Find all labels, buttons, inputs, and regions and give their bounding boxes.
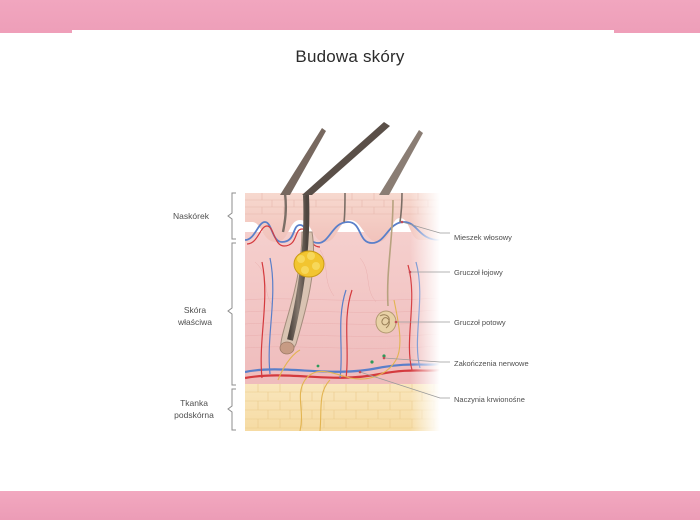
label-sebaceous-gland: Gruczoł łojowy bbox=[454, 268, 503, 277]
callout-lines bbox=[359, 221, 450, 399]
top-banner bbox=[0, 0, 700, 30]
bottom-banner bbox=[0, 491, 700, 520]
diagram-title: Budowa skóry bbox=[295, 47, 405, 66]
top-banner-edge-right bbox=[614, 30, 700, 33]
top-banner-edge-left bbox=[0, 30, 72, 33]
label-sweat-gland: Gruczoł potowy bbox=[454, 318, 506, 327]
label-hypodermis-line1: Tkanka bbox=[180, 398, 208, 408]
right-fade bbox=[410, 193, 440, 431]
capillary-loops-vein bbox=[245, 221, 440, 244]
label-dermis-line1: Skóra bbox=[184, 305, 206, 315]
skin-cross-section bbox=[245, 193, 440, 431]
bracket-dermis bbox=[227, 242, 236, 386]
sweat-gland bbox=[375, 199, 397, 334]
nerve-endings-marks bbox=[316, 354, 386, 368]
bracket-epidermis bbox=[227, 192, 236, 240]
nerve-fibers bbox=[277, 299, 401, 431]
callout-dots bbox=[358, 220, 412, 374]
label-hair-follicle: Mieszek włosowy bbox=[454, 233, 512, 242]
label-blood-vessels: Naczynia krwionośne bbox=[454, 395, 525, 404]
hair-follicle-small bbox=[281, 193, 403, 233]
label-dermis-line2: właściwa bbox=[177, 317, 212, 327]
bracket-hypodermis bbox=[227, 388, 236, 431]
label-hypodermis-line2: podskórna bbox=[174, 410, 214, 420]
label-nerve-endings: Zakończenia nerwowe bbox=[454, 359, 529, 368]
hair-shafts bbox=[280, 122, 423, 195]
layer-brackets bbox=[227, 192, 236, 431]
label-epidermis: Naskórek bbox=[173, 211, 210, 221]
sebaceous-gland bbox=[293, 250, 325, 278]
hypodermis-layer bbox=[245, 383, 440, 431]
